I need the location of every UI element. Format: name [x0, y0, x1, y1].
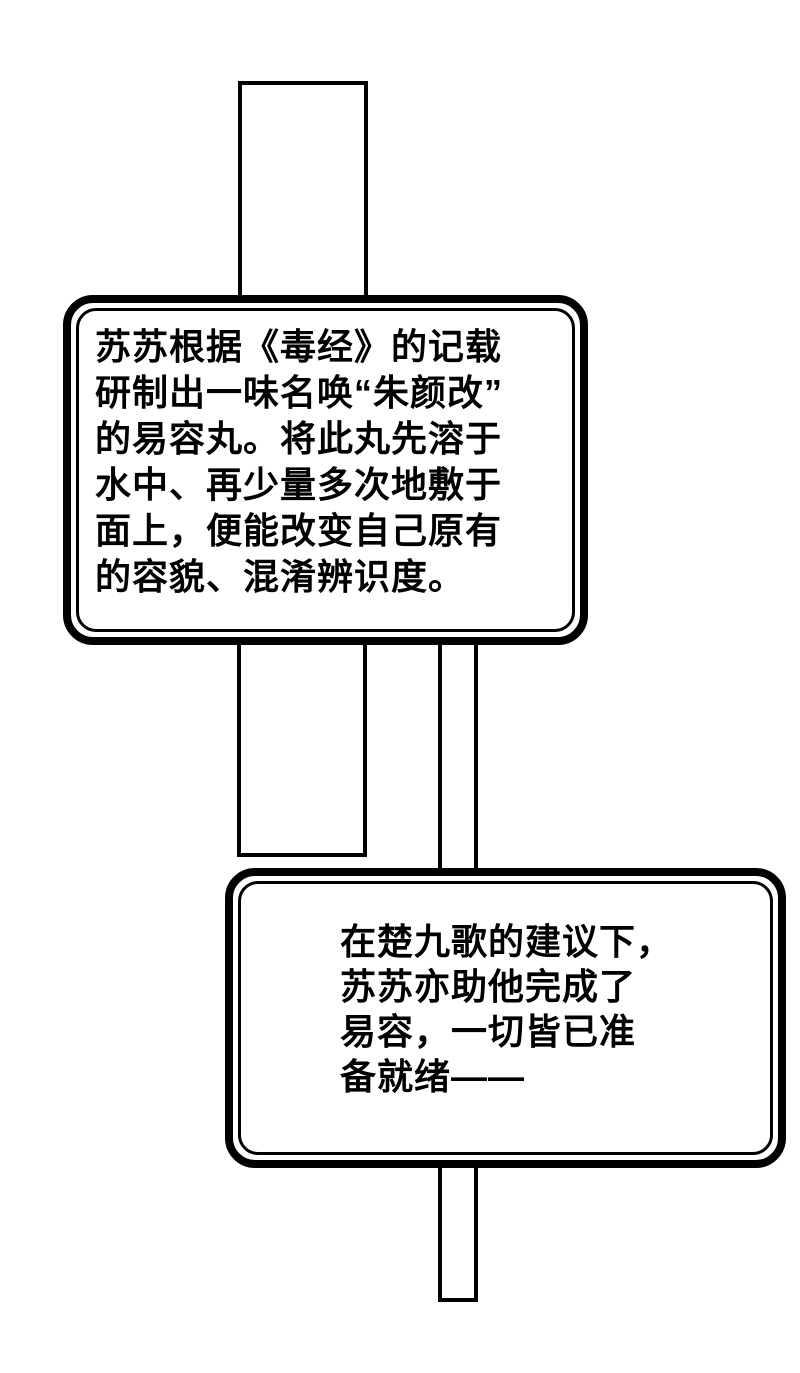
- connector-bar-middle-narrow: [438, 630, 478, 880]
- caption-box-1-text: 苏苏根据《毒经》的记载 研制出一味名唤“朱颜改” 的易容丸。将此丸先溶于 水中、…: [95, 324, 503, 600]
- caption-line: 的容貌、混淆辨识度。: [95, 556, 466, 597]
- caption-line: 易容，一切皆已准: [340, 1011, 637, 1052]
- caption-line: 备就绪——: [340, 1056, 526, 1097]
- caption-box-2: 在楚九歌的建议下， 苏苏亦助他完成了 易容，一切皆已准 备就绪——: [225, 868, 786, 1168]
- caption-line: 在楚九歌的建议下，: [340, 921, 674, 962]
- caption-line: 水中、再少量多次地敷于: [95, 464, 503, 505]
- caption-box-1: 苏苏根据《毒经》的记载 研制出一味名唤“朱颜改” 的易容丸。将此丸先溶于 水中、…: [63, 295, 588, 645]
- caption-box-2-inner-border: [238, 881, 773, 1155]
- caption-box-2-text: 在楚九歌的建议下， 苏苏亦助他完成了 易容，一切皆已准 备就绪——: [340, 919, 673, 1099]
- caption-line: 苏苏亦助他完成了: [340, 966, 637, 1007]
- connector-bar-bottom: [438, 1155, 478, 1302]
- connector-bar-top: [238, 81, 368, 311]
- caption-line: 研制出一味名唤“朱颜改”: [95, 372, 504, 413]
- connector-bar-middle-wide: [237, 630, 367, 857]
- caption-line: 的易容丸。将此丸先溶于: [95, 418, 503, 459]
- caption-line: 面上，便能改变自己原有: [95, 510, 503, 551]
- caption-box-1-inner-border: [76, 308, 575, 632]
- caption-line: 苏苏根据《毒经》的记载: [95, 326, 503, 367]
